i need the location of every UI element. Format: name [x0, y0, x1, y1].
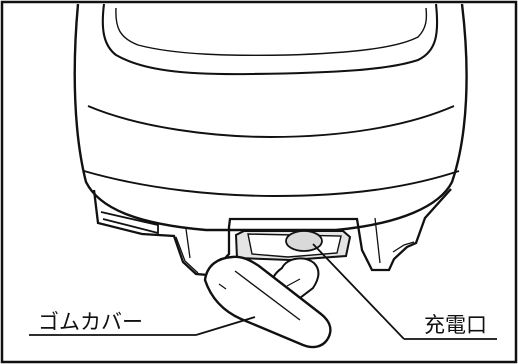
charging-port-label: 充電口 — [424, 313, 487, 337]
top-recess-inner-line — [115, 7, 428, 56]
charging-port-leader-line — [312, 243, 405, 340]
mid-body-contour — [87, 105, 455, 138]
rubber-cover — [203, 255, 332, 349]
lower-body-contour — [83, 170, 460, 197]
left-foot-edge — [175, 236, 199, 274]
right-foot-inner-line — [374, 217, 381, 264]
left-foot-inner-line — [185, 228, 191, 259]
top-recess-outline — [101, 3, 439, 76]
rubber-cover-label: ゴムカバー — [38, 310, 143, 334]
charging-port — [285, 230, 323, 252]
rubber-cover-ridge — [234, 270, 301, 321]
base-unit-outline — [92, 188, 452, 277]
rubber-cover-detail — [218, 283, 227, 290]
left-base-slot — [100, 211, 159, 235]
rubber-cover-leader-line — [195, 316, 256, 336]
rubber-cover-stem-line — [286, 278, 301, 287]
right-foot-edge — [392, 241, 415, 253]
